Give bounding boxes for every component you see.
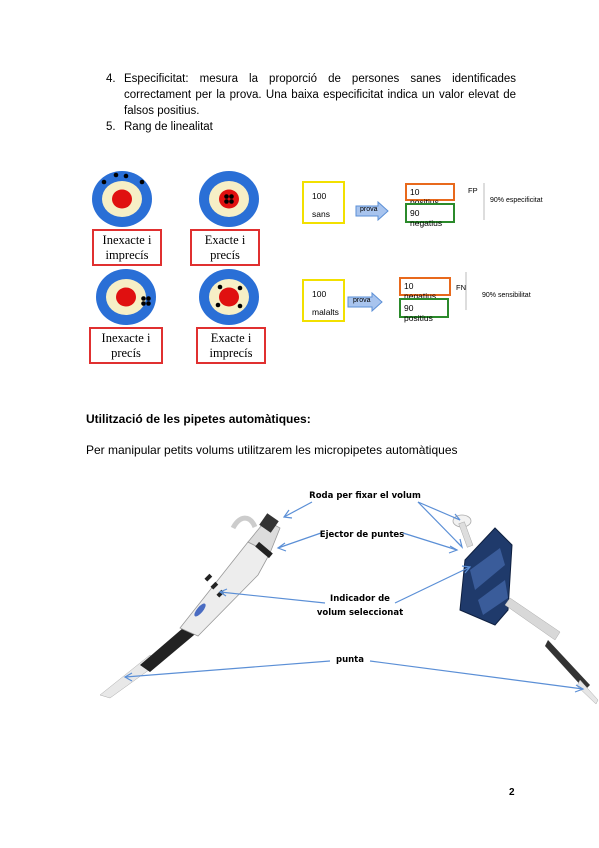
label-tip-ejector: Ejector de puntes bbox=[319, 530, 405, 540]
list-item: 4. Especificitat: mesura la proporció de… bbox=[106, 71, 516, 119]
list-text: Especificitat: mesura la proporció de pe… bbox=[124, 73, 516, 117]
true-negative-box: 90 negatius bbox=[405, 203, 455, 228]
label-exact-imprecise: Exacte i imprecís bbox=[196, 327, 266, 364]
true-positive-box: 90 positius bbox=[399, 298, 449, 323]
fp-abbr: FP bbox=[468, 186, 478, 195]
label-volume-wheel: Roda per fixar el volum bbox=[309, 491, 421, 501]
list-number: 5. bbox=[106, 121, 116, 133]
label-tip: punta bbox=[336, 655, 364, 665]
pipette-right-illustration bbox=[452, 514, 599, 705]
label-arrows bbox=[123, 501, 585, 693]
label-exact-precise: Exacte i precís bbox=[190, 229, 260, 266]
arrow-label-test-2: prova bbox=[353, 297, 371, 304]
numbered-list: 4. Especificitat: mesura la proporció de… bbox=[106, 71, 516, 135]
section-heading: Utilització de les pipetes automàtiques: bbox=[86, 412, 311, 426]
diagram-arrows bbox=[347, 183, 485, 313]
list-text: Rang de linealitat bbox=[124, 121, 213, 133]
label-inexact-precise: Inexacte i precís bbox=[89, 327, 163, 364]
page-number: 2 bbox=[509, 787, 515, 798]
sensitivity-text: 90% sensibilitat bbox=[482, 292, 531, 299]
target-exact-imprecise bbox=[199, 269, 259, 325]
specificity-text: 90% especificitat bbox=[490, 197, 543, 204]
label-inexact-imprecise: Inexacte i imprecís bbox=[92, 229, 162, 266]
false-negative-box: 10 negatius bbox=[399, 277, 451, 301]
label-volume-indicator: Indicador de volum seleccionat bbox=[316, 594, 404, 618]
list-number: 4. bbox=[106, 73, 116, 85]
target-exact-precise bbox=[199, 171, 259, 227]
fn-abbr: FN bbox=[456, 283, 466, 292]
false-positive-box: 10 positius bbox=[405, 183, 455, 207]
section-paragraph: Per manipular petits volums utilitzarem … bbox=[86, 443, 458, 457]
group-sick-box: 100 malalts bbox=[302, 279, 345, 322]
target-inexact-imprecise bbox=[92, 171, 152, 227]
list-item: 5. Rang de linealitat bbox=[106, 119, 516, 135]
pipette-left-illustration bbox=[99, 513, 281, 699]
target-inexact-precise bbox=[96, 269, 156, 325]
arrow-label-test-1: prova bbox=[360, 206, 378, 213]
group-healthy-box: 100 sans bbox=[302, 181, 345, 224]
